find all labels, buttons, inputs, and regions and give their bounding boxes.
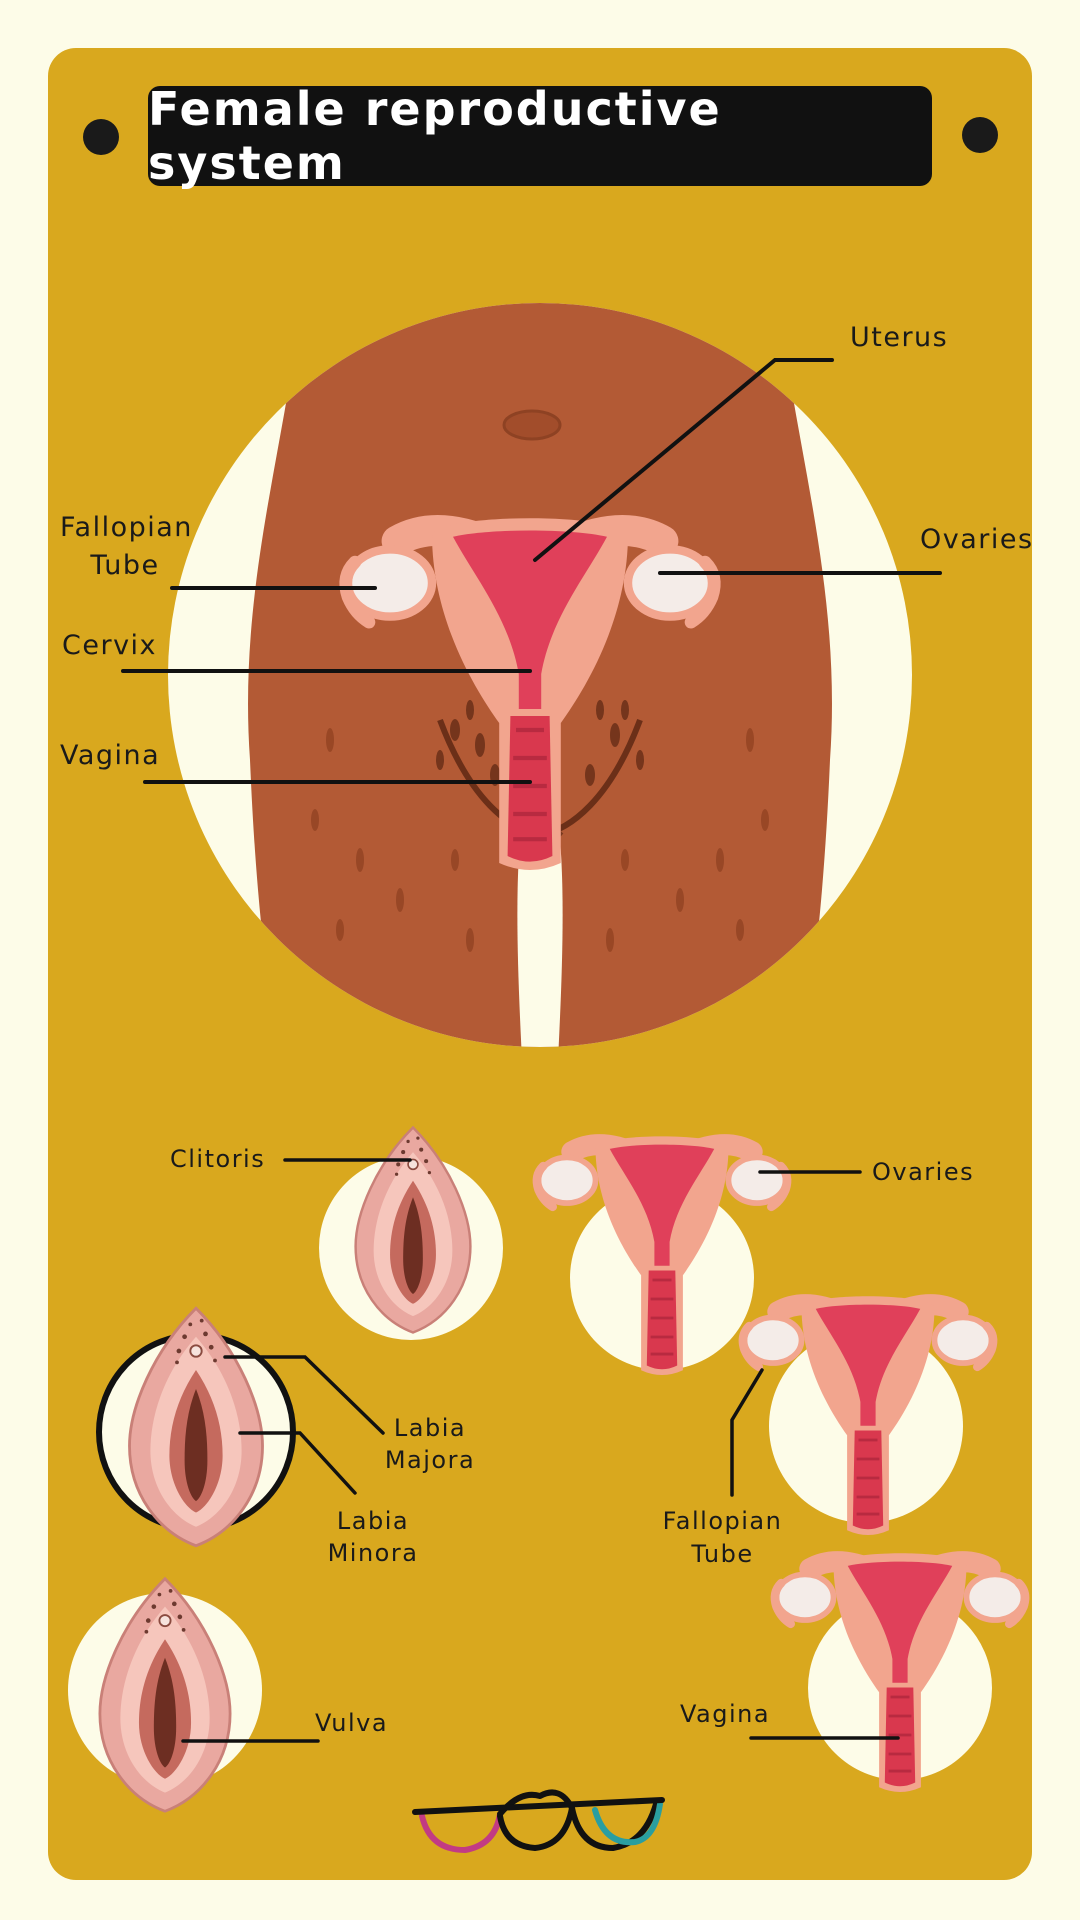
label-detail-ovaries: Ovaries [872, 1158, 975, 1186]
label-cervix: Cervix [62, 630, 158, 661]
label-fallopian-tube-line1: Fallopian [60, 512, 193, 543]
glasses-logo-icon [412, 1789, 665, 1854]
dot-left-icon [83, 119, 119, 155]
label-clitoris: Clitoris [170, 1145, 266, 1173]
dot-right-icon [962, 117, 998, 153]
label-labia-minora-line2: Minora [327, 1539, 419, 1567]
label-detail-fallopian-tube-line2: Tube [691, 1540, 754, 1568]
label-detail-vagina: Vagina [680, 1700, 771, 1728]
label-vagina: Vagina [60, 740, 161, 771]
label-vulva: Vulva [315, 1709, 389, 1737]
label-uterus: Uterus [850, 322, 949, 353]
label-ovaries: Ovaries [920, 524, 1034, 555]
label-fallopian-tube-line2: Tube [90, 550, 160, 581]
label-labia-minora-line1: Labia [336, 1507, 410, 1535]
page-title: Female reproductive system [148, 82, 932, 190]
label-labia-majora-line1: Labia [393, 1414, 467, 1442]
label-labia-majora-line2: Majora [384, 1446, 476, 1474]
label-detail-fallopian-tube-line1: Fallopian [662, 1507, 783, 1535]
